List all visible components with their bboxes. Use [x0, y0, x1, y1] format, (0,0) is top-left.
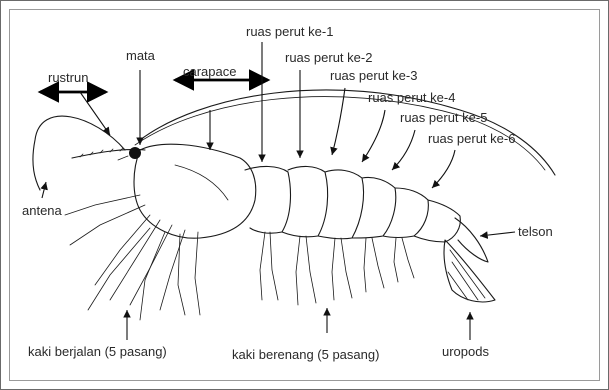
- label-ruas-perut-2: ruas perut ke-2: [285, 50, 372, 65]
- abdomen-segment-4: [352, 177, 396, 238]
- swimming-legs: [260, 232, 414, 305]
- label-kaki-berenang: kaki berenang (5 pasang): [232, 347, 379, 362]
- label-mata: mata: [126, 48, 156, 63]
- label-kaki-berjalan: kaki berjalan (5 pasang): [28, 344, 167, 359]
- label-ruas-perut-3: ruas perut ke-3: [330, 68, 417, 83]
- label-antena: antena: [22, 203, 63, 218]
- label-ruas-perut-4: ruas perut ke-4: [368, 90, 455, 105]
- eye-stalk: [118, 156, 128, 160]
- abdomen-segment-6: [414, 200, 460, 242]
- antenna-whip-outer: [33, 116, 125, 190]
- abdomen-segment-3: [318, 170, 364, 239]
- label-telson: telson: [518, 224, 553, 239]
- label-uropods: uropods: [442, 344, 489, 359]
- label-ruas-perut-1: ruas perut ke-1: [246, 24, 333, 39]
- carapace-groove: [175, 165, 228, 200]
- label-ruas-perut-6: ruas perut ke-6: [428, 131, 515, 146]
- uropod-lines: [448, 250, 485, 300]
- abdomen-segment-5: [383, 188, 428, 238]
- abdomen-segment-1: [245, 166, 290, 233]
- label-rustrun: rustrun: [48, 70, 88, 85]
- eye: [129, 147, 141, 159]
- carapace-shell: [134, 144, 256, 238]
- uropod-fan: [444, 240, 495, 302]
- label-carapace: carapace: [183, 64, 236, 79]
- label-ruas-perut-5: ruas perut ke-5: [400, 110, 487, 125]
- walking-legs: [65, 195, 200, 320]
